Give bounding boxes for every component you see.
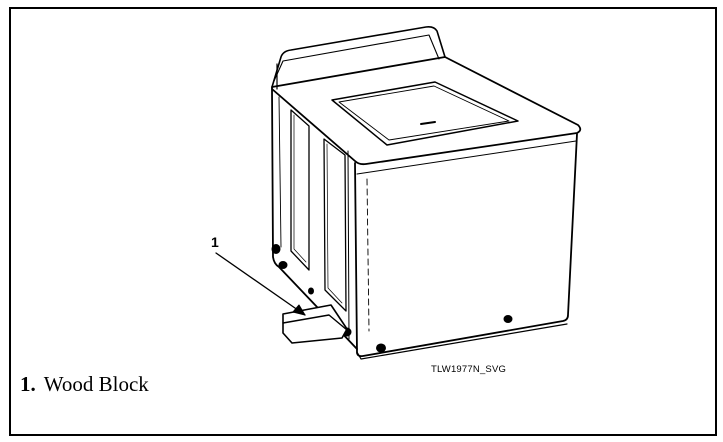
washer-front-panel [354,133,578,358]
washer-illustration [215,26,582,360]
callout-number: 1 [211,234,219,250]
washer-console [271,26,446,88]
washer-lid [331,81,519,146]
washer-side-panel [271,88,358,350]
figure-frame: 1 TLW1977N_SVG 1. Wood Block [9,7,717,436]
wood-block [282,304,348,344]
washer-top [271,56,582,166]
side-window-front [323,138,347,312]
callout-leader [215,252,306,316]
legend-number: 1. [20,372,36,396]
legend-item: 1. Wood Block [20,372,149,397]
figure-id: TLW1977N_SVG [431,364,507,375]
side-window-rear [290,109,310,271]
legend-label: Wood Block [43,372,149,396]
